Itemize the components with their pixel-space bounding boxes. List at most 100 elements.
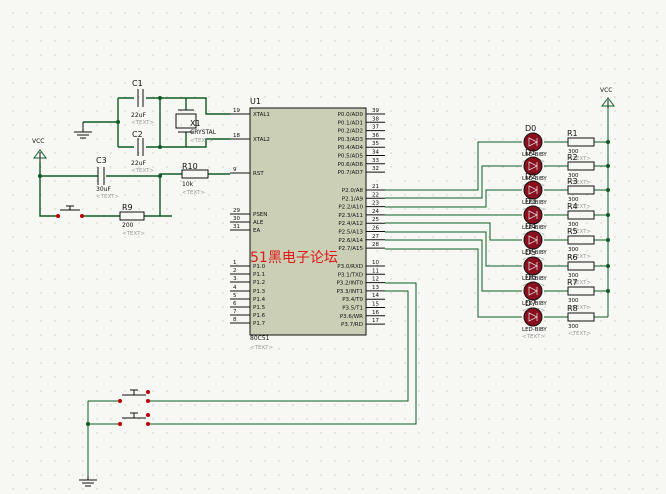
led-part: LED-BIBY [522, 225, 547, 231]
mcu-pin-left: 1P1.0 [230, 260, 266, 270]
reset-button[interactable] [56, 205, 84, 218]
svg-text:VCC: VCC [32, 138, 44, 145]
pin-name: RST [253, 171, 264, 177]
pin-number: 21 [372, 184, 379, 190]
pin-name: P2.1/A9 [342, 196, 364, 202]
pin-name: P2.4/A12 [338, 221, 363, 227]
pin-name: P3.4/T0 [342, 297, 363, 303]
capacitor-c1[interactable]: C1 22uF <TEXT> [131, 79, 154, 126]
resistor-r9[interactable]: R9 200 <TEXT> [119, 203, 145, 237]
pin-name: P3.3/INT1 [336, 289, 363, 295]
pin-number: 28 [372, 242, 379, 248]
svg-text:C3: C3 [96, 156, 107, 165]
pin-number: 37 [372, 125, 379, 131]
led-part: LED-BIBY [522, 250, 547, 256]
led-part: LED-BIBY [522, 276, 547, 282]
pin-name: P2.0/A8 [342, 188, 364, 194]
svg-text:C2: C2 [132, 130, 143, 139]
svg-text:22uF: 22uF [131, 160, 146, 167]
pin-number: 10 [372, 260, 379, 266]
pin-number: 2 [233, 268, 237, 274]
pin-number: 39 [372, 108, 379, 114]
pin-number: 8 [233, 317, 237, 323]
svg-text:VCC: VCC [600, 87, 612, 94]
resistor-text-placeholder: <TEXT> [568, 254, 591, 260]
pin-name: ALE [253, 220, 264, 226]
resistor-text-placeholder: <TEXT> [568, 180, 591, 186]
pin-name: P0.5/AD5 [338, 154, 364, 160]
pin-name: P1.5 [253, 305, 266, 311]
crystal-x1[interactable]: X1 CRYSTAL <TEXT> [175, 109, 217, 144]
led-text-placeholder: <TEXT> [522, 334, 545, 340]
led-ref: D3 [525, 197, 536, 206]
pin-name: P3.2/INT0 [336, 281, 363, 287]
pin-name: PSEN [253, 212, 267, 218]
pin-name: P2.2/A10 [338, 205, 363, 211]
pin-number: 3 [233, 276, 237, 282]
svg-text:R10: R10 [182, 162, 198, 171]
pin-name: P2.7/A15 [338, 246, 363, 252]
pin-name: P0.6/AD6 [338, 162, 364, 168]
led-ref: D4 [525, 222, 536, 231]
capacitor-c2[interactable]: C2 22uF <TEXT> [131, 130, 154, 174]
pin-name: P1.4 [253, 297, 266, 303]
resistor-value: 300 [568, 149, 579, 155]
pin-name: P2.3/A11 [338, 213, 363, 219]
pin-name: XTAL2 [253, 137, 270, 143]
svg-text:<TEXT>: <TEXT> [122, 231, 145, 237]
pin-number: 35 [372, 141, 379, 147]
pin-name: P1.7 [253, 321, 266, 327]
pin-number: 6 [233, 301, 237, 307]
mcu-ref: U1 [250, 97, 261, 106]
pin-number: 31 [233, 224, 240, 230]
svg-text:30uF: 30uF [96, 186, 111, 193]
button-p33[interactable] [118, 412, 150, 426]
resistor-value: 300 [568, 273, 579, 279]
svg-text:<TEXT>: <TEXT> [190, 138, 213, 144]
pin-name: P2.5/A13 [338, 230, 363, 236]
pin-name: P0.3/AD3 [338, 137, 364, 143]
pin-name: P3.6/WR [340, 314, 363, 320]
pin-number: 22 [372, 192, 379, 198]
mcu-u1[interactable]: U1 80C51 <TEXT> 19XTAL118XTAL29RST29PSEN… [230, 97, 385, 351]
button-p32[interactable] [118, 389, 150, 403]
ground-symbol-bottom [79, 476, 97, 487]
resistor-text-placeholder: <TEXT> [568, 305, 591, 311]
pin-number: 18 [233, 133, 240, 139]
svg-text:X1: X1 [190, 119, 201, 128]
resistor-value: 300 [568, 324, 579, 330]
led-part: LED-BIBY [522, 327, 547, 333]
resistor-ref: R2 [567, 153, 578, 162]
pin-number: 16 [372, 310, 379, 316]
pin-number: 25 [372, 217, 379, 223]
led-ref: D0 [525, 124, 536, 133]
resistor-text-placeholder: <TEXT> [568, 280, 591, 286]
led-part: LED-BIBY [522, 200, 547, 206]
mcu-body [249, 107, 367, 336]
ground-symbol-top [74, 122, 92, 139]
capacitor-c3[interactable]: C3 30uF <TEXT> [96, 156, 119, 200]
mcu-pin-left: 2P1.1 [230, 268, 265, 278]
resistor-r10[interactable]: R10 10k <TEXT> [181, 162, 209, 196]
pin-number: 4 [233, 285, 237, 291]
